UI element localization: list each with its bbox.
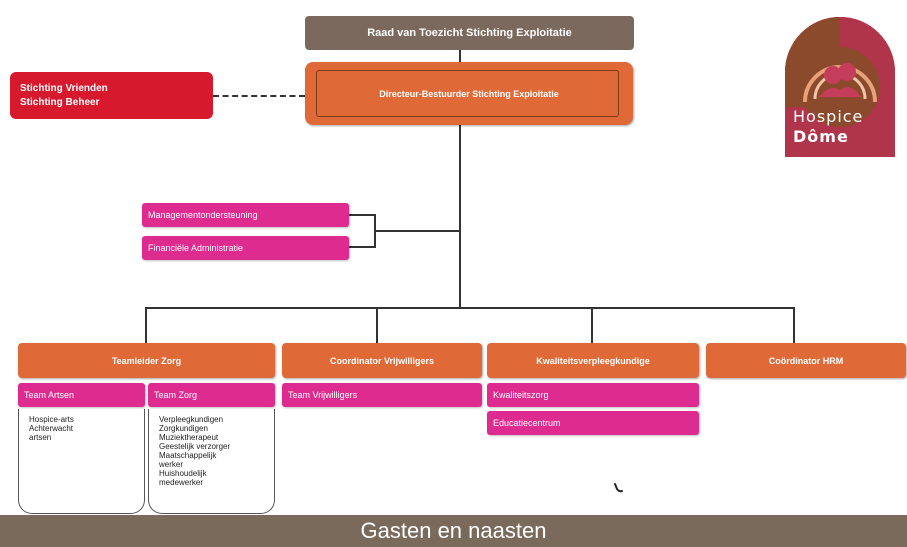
connector-management-stub <box>349 214 375 216</box>
team-vrijwilligers-box: Team Vrijwilligers <box>282 383 482 407</box>
list-item: Geestelijk verzorger <box>159 442 231 451</box>
coordinator-hrm-box: Coördinator HRM <box>706 343 906 378</box>
management-label: Managementondersteuning <box>148 210 258 220</box>
management-box: Managementondersteuning <box>142 203 349 227</box>
coordinator-hrm-label: Coördinator HRM <box>768 355 844 366</box>
list-item: medewerker <box>159 478 204 487</box>
list-item: Hospice-arts <box>29 415 74 424</box>
financiele-box: Financiële Administratie <box>142 236 349 260</box>
coordinator-vrijwilligers-label: Coordinator Vrijwilligers <box>329 355 435 366</box>
kwaliteitszorg-box: Kwaliteitszorg <box>487 383 699 407</box>
hospice-dome-logo: Hospice Dôme <box>785 17 895 157</box>
educatiecentrum-label: Educatiecentrum <box>493 418 561 428</box>
stichting-box: Stichting Vrienden Stichting Beheer <box>10 72 213 119</box>
stichting-vrienden-label: Stichting Vrienden <box>20 82 108 94</box>
connector-directeur-trunk <box>459 125 461 308</box>
team-zorg-label: Team Zorg <box>154 390 198 400</box>
list-item: Maatschappelijk <box>159 451 217 460</box>
connector-financiele-stub <box>349 246 375 248</box>
kwaliteitszorg-label: Kwaliteitszorg <box>493 390 549 400</box>
list-item: Achterwacht <box>29 424 74 433</box>
raad-van-toezicht-box: Raad van Toezicht Stichting Exploitatie <box>305 16 634 50</box>
logo-text-dome: Dôme <box>793 127 849 146</box>
educatiecentrum-box: Educatiecentrum <box>487 411 699 435</box>
footer-bar: Gasten en naasten <box>0 515 907 547</box>
directeur-box: Directeur-Bestuurder Stichting Exploitat… <box>305 62 633 125</box>
financiele-label: Financiële Administratie <box>148 243 244 253</box>
zorg-list-box: Verpleegkundigen Zorgkundigen Muziekther… <box>148 409 275 514</box>
footer-label: Gasten en naasten <box>360 518 547 543</box>
team-artsen-box: Team Artsen <box>18 383 145 407</box>
raad-van-toezicht-label: Raad van Toezicht Stichting Exploitatie <box>367 27 572 39</box>
team-zorg-box: Team Zorg <box>148 383 275 407</box>
team-vrijwilligers-label: Team Vrijwilligers <box>288 390 358 400</box>
list-item: werker <box>159 460 184 469</box>
list-item: Verpleegkundigen <box>159 415 224 424</box>
connector-drop-vrijwilligers <box>376 307 378 343</box>
connector-raad-directeur <box>459 50 461 63</box>
kwaliteit-label: Kwaliteitsverpleegkundige <box>536 355 650 366</box>
team-artsen-label: Team Artsen <box>24 390 75 400</box>
connector-drop-hrm <box>793 307 795 343</box>
teamleider-zorg-label: Teamleider Zorg <box>111 355 182 366</box>
list-item: artsen <box>29 433 52 442</box>
connector-horizontal-bus <box>145 307 794 309</box>
kwaliteit-box: Kwaliteitsverpleegkundige <box>487 343 699 378</box>
list-item: Muziektherapeut <box>159 433 219 442</box>
people-arc-logo-icon <box>785 17 895 157</box>
connector-drop-teamleider <box>145 307 147 343</box>
stichting-beheer-label: Stichting Beheer <box>20 96 100 108</box>
logo-text-hospice: Hospice <box>793 107 864 126</box>
list-item: Huishoudelijk <box>159 469 207 478</box>
directeur-label: Directeur-Bestuurder Stichting Exploitat… <box>379 88 559 99</box>
connector-stichting-dashed <box>213 95 305 97</box>
cursor-icon <box>614 483 623 493</box>
connector-drop-kwaliteit <box>591 307 593 343</box>
list-item: Zorgkundigen <box>159 424 208 433</box>
teamleider-zorg-box: Teamleider Zorg <box>18 343 275 378</box>
coordinator-vrijwilligers-box: Coordinator Vrijwilligers <box>282 343 482 378</box>
artsen-list-box: Hospice-arts Achterwacht artsen <box>18 409 145 514</box>
connector-support-to-trunk <box>375 230 460 232</box>
directeur-inner-frame <box>316 70 619 117</box>
